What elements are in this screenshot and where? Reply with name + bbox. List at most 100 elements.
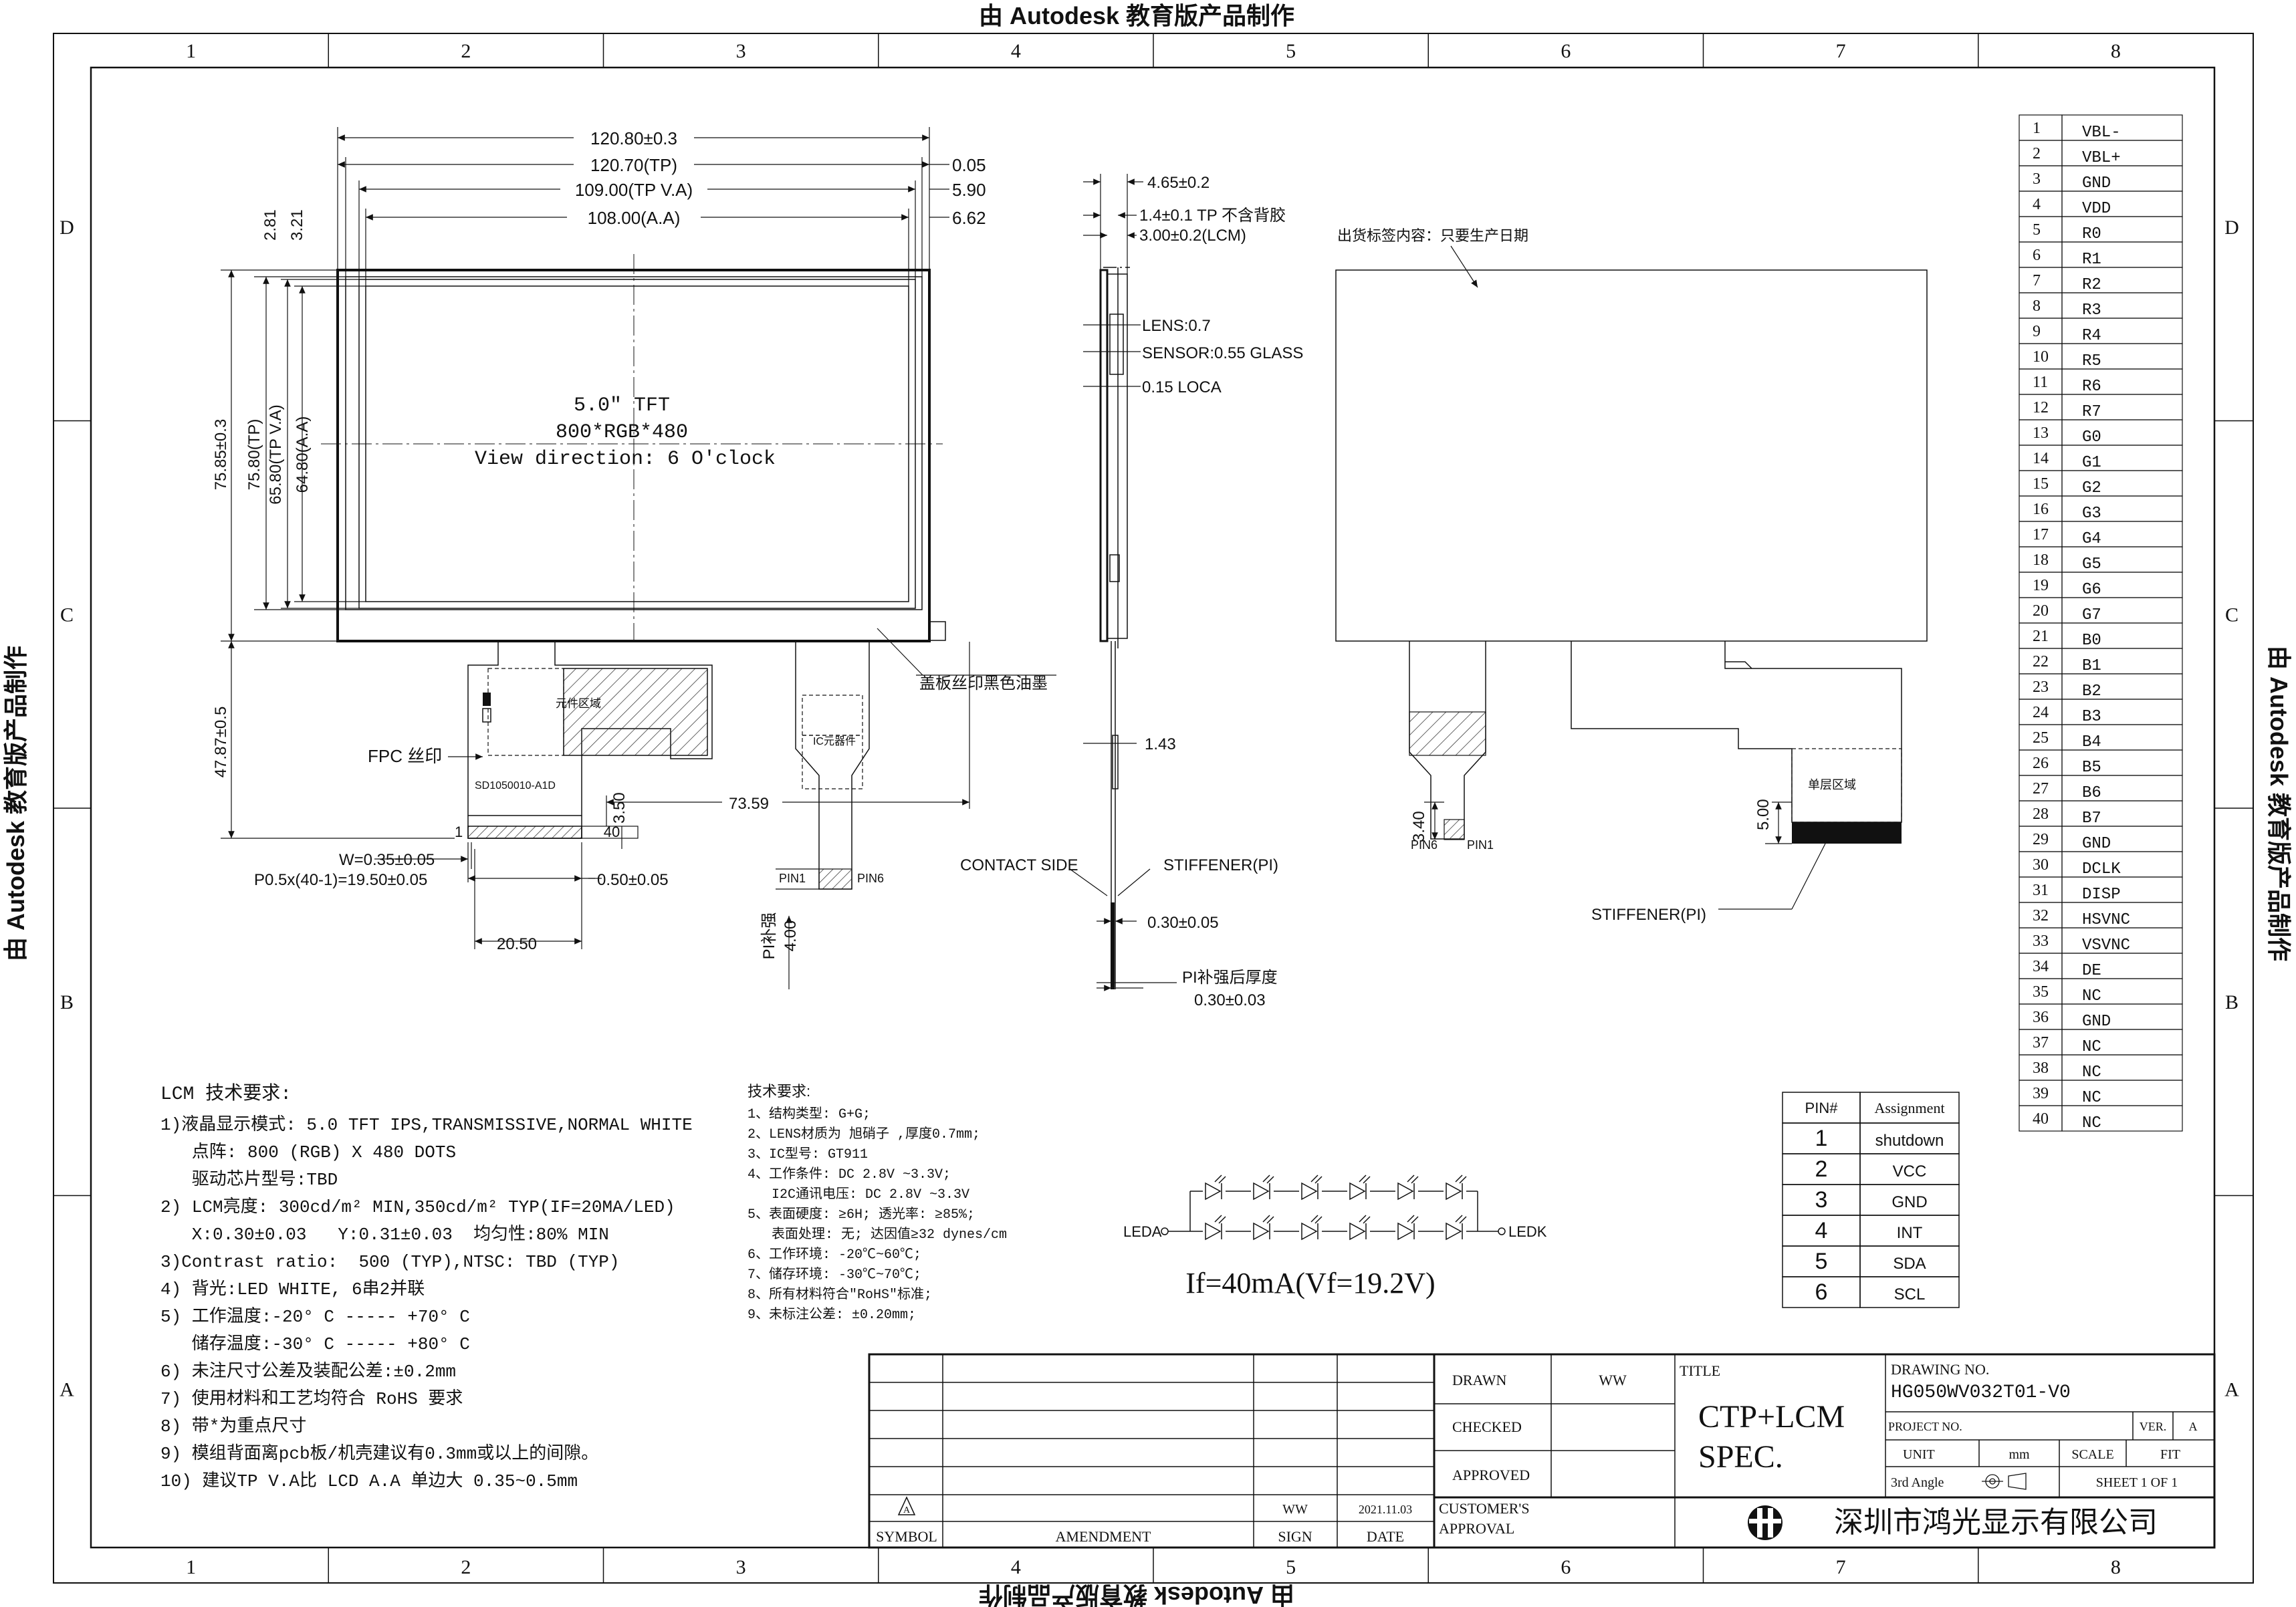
- pin-number: 6: [2033, 247, 2041, 264]
- ctp-note-line: 5、表面硬度: ≥6H; 透光率: ≥85%;: [748, 1206, 975, 1223]
- pin-number: 24: [2033, 704, 2049, 721]
- pin-signal-cell: [2061, 368, 2183, 395]
- pin-signal-cell: [2061, 775, 2183, 801]
- back-stiffener: [1792, 822, 1902, 844]
- pin-number-cell: [2019, 191, 2063, 217]
- watermark-top: 由 Autodesk 教育版产品制作: [979, 2, 1294, 29]
- title-block: SYMBOL AMENDMENT SIGN DATE WW 2021.11.03…: [868, 1353, 2216, 1549]
- pin-signal-cell: [2061, 673, 2183, 700]
- ctp-pin1-label: PIN1: [779, 872, 806, 885]
- lcm-note-line: 8) 带*为重点尺寸: [160, 1416, 306, 1437]
- pin-number-cell: [2019, 267, 2063, 293]
- dim-height-tp: 75.80(TP): [245, 419, 263, 491]
- grid-col-label-bottom: 1: [186, 1556, 196, 1578]
- lcm-note-line: 1)液晶显示模式: 5.0 TFT IPS,TRANSMISSIVE,NORMA…: [160, 1114, 693, 1135]
- pin-signal: NC: [2082, 1089, 2101, 1107]
- dim-fpc-gap: 3.50: [610, 792, 628, 824]
- pin-signal-cell: [2061, 191, 2183, 217]
- grid-row-label-left: D: [60, 217, 74, 239]
- lcm-notes-title: LCM 技术要求:: [160, 1082, 292, 1105]
- pin-signal: DISP: [2082, 886, 2121, 904]
- lcm-note-line: 10) 建议TP V.A比 LCD A.A 单边大 0.35~0.5mm: [160, 1471, 578, 1491]
- pin-signal-cell: [2061, 749, 2183, 776]
- watermark-left: 由 Autodesk 教育版产品制作: [2, 646, 29, 961]
- ic-area-label: IC元器件: [813, 735, 856, 747]
- pin-number: 40: [2033, 1110, 2049, 1128]
- pin-signal-cell: [2061, 1080, 2183, 1106]
- pin-number: 29: [2033, 831, 2049, 848]
- pin-number: 23: [2033, 678, 2049, 696]
- pin-signal: B5: [2082, 759, 2101, 777]
- pin-signal-cell: [2061, 267, 2183, 293]
- pin-signal: G1: [2082, 454, 2101, 472]
- tb-drawing-no-label: DRAWING NO.: [1891, 1361, 1989, 1378]
- side-sensor: SENSOR:0.55 GLASS: [1142, 344, 1303, 362]
- lcm-note-line: 驱动芯片型号:TBD: [160, 1169, 338, 1190]
- side-dim-d5: 0.30±0.05: [1147, 914, 1219, 932]
- led-formula: If=40mA(Vf=19.2V): [1185, 1267, 1435, 1300]
- lcm-note-line: 9) 模组背面离pcb板/机壳建议有0.3mm或以上的间隙。: [160, 1443, 598, 1464]
- company-logo-icon: [1748, 1505, 1783, 1540]
- fpc-code: SD1050010-A1D: [475, 780, 556, 791]
- grid-col-label-bottom: 3: [736, 1556, 746, 1578]
- single-layer-area: 单层区域: [1808, 778, 1856, 791]
- pin-signal: G5: [2082, 555, 2101, 574]
- pin-signal: DE: [2082, 962, 2101, 980]
- ctp-pin-assignment: VCC: [1893, 1162, 1927, 1181]
- pin-number: 37: [2033, 1034, 2049, 1052]
- pin-signal: GND: [2082, 1013, 2111, 1031]
- lcm-note-line: X:0.30±0.03 Y:0.31±0.03 均匀性:80% MIN: [160, 1224, 609, 1245]
- no-component-area: [563, 668, 708, 756]
- pin-signal: R5: [2082, 352, 2101, 370]
- lcm-note-line: 3)Contrast ratio: 500 (TYP),NTSC: TBD (T…: [160, 1252, 620, 1272]
- pin-signal-cell: [2061, 445, 2183, 471]
- grid-col-label-bottom: 2: [461, 1556, 471, 1578]
- ctp-pin6-label: PIN6: [857, 872, 884, 885]
- dim-height-outer: 75.85±0.3: [212, 419, 230, 491]
- pi-thickness-value: 0.30±0.03: [1194, 991, 1266, 1009]
- grid-col-label-top: 7: [1836, 40, 1846, 62]
- fpc-pin-array: [467, 826, 582, 839]
- tb-project-no: PROJECT NO.: [1888, 1420, 1962, 1433]
- pin-number: 13: [2033, 424, 2049, 442]
- ctp-header-assignment: Assignment: [1874, 1100, 1944, 1116]
- led-circuit: LEDA LEDK If=40mA(Vf=19.2V): [1123, 1175, 1547, 1300]
- pin-signal: G2: [2082, 479, 2101, 497]
- label-note: 出货标签内容：只要生产日期: [1337, 227, 1528, 244]
- grid-row-label-right: A: [2224, 1378, 2239, 1400]
- lcm-note-line: 点阵: 800 (RGB) X 480 DOTS: [160, 1142, 456, 1162]
- lcm-note-line: 4) 背光:LED WHITE, 6串2并联: [160, 1279, 425, 1300]
- grid-col-label-bottom: 7: [1836, 1556, 1846, 1578]
- pin-signal: B7: [2082, 810, 2101, 828]
- pin-signal: B4: [2082, 733, 2101, 751]
- pin-number: 2: [2033, 145, 2041, 162]
- ctp-pin-assignment: INT: [1897, 1224, 1923, 1242]
- pin-number-cell: [2019, 318, 2063, 344]
- pin-signal-cell: [2061, 876, 2183, 903]
- tb-approved: APPROVED: [1452, 1467, 1530, 1483]
- led-diode-icon: [1299, 1215, 1323, 1242]
- pin-signal-cell: [2061, 241, 2183, 268]
- pin-signal-cell: [2061, 292, 2183, 319]
- pin-signal: B3: [2082, 708, 2101, 726]
- led-diode-icon: [1251, 1175, 1274, 1202]
- pin-number: 16: [2033, 501, 2049, 518]
- dim-right-r1: 0.05: [952, 155, 986, 175]
- ctp-pin-number: 5: [1815, 1249, 1828, 1274]
- ctp-pin-number: 4: [1815, 1218, 1828, 1243]
- tb-scale: FIT: [2160, 1447, 2180, 1462]
- pin-signal-cell: [2061, 140, 2183, 166]
- ctp-note-line: 8、所有材料符合"RoHS"标准;: [748, 1286, 932, 1303]
- side-dim-d4: 1.43: [1145, 735, 1176, 753]
- ctp-note-line: 3、IC型号: GT911: [748, 1146, 868, 1162]
- pin-number: 32: [2033, 907, 2049, 924]
- grid-row-label-left: A: [60, 1378, 74, 1400]
- tb-angle: 3rd Angle: [1891, 1475, 1944, 1490]
- led-diode-icon: [1203, 1215, 1226, 1242]
- lcm-note-line: 5) 工作温度:-20° C ----- +70° C: [160, 1306, 470, 1327]
- stiffener-label: STIFFENER(PI): [1163, 856, 1278, 874]
- grid-ticks: [53, 33, 2253, 1583]
- dim-width-aa: 108.00(A.A): [588, 208, 681, 228]
- tb-title-label: TITLE: [1680, 1362, 1720, 1379]
